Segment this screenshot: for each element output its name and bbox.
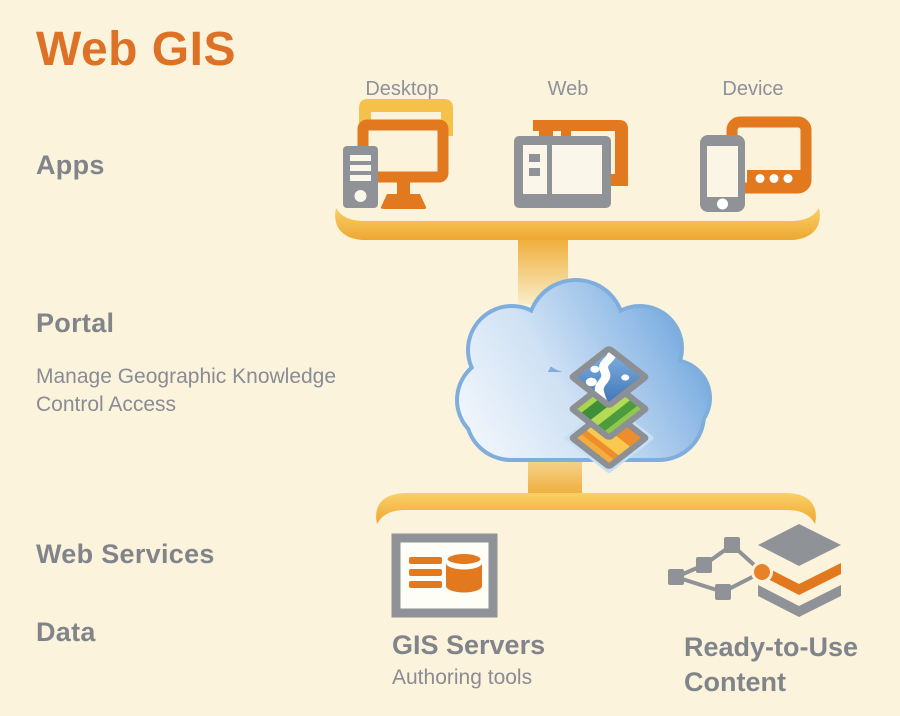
map-layer-imagery	[569, 346, 649, 408]
portal-description: Manage Geographic Knowledge Control Acce…	[36, 363, 336, 419]
row-label-portal: Portal	[36, 308, 115, 338]
web-browser-icon	[514, 120, 628, 208]
network-hub-node	[751, 561, 773, 583]
portal-description-line1: Manage Geographic Knowledge	[36, 365, 337, 388]
desktop-computer-icon	[343, 99, 453, 209]
app-label-device: Device	[722, 78, 784, 100]
gis-servers-label: GIS Servers	[392, 630, 546, 660]
portal-description-line2: Control Access	[36, 393, 177, 416]
network-node	[696, 557, 712, 573]
app-label-desktop: Desktop	[365, 78, 439, 100]
ready-to-use-line1: Ready-to-Use	[684, 632, 859, 662]
monitor-neck	[397, 182, 410, 194]
gis-servers-sublabel: Authoring tools	[392, 666, 533, 689]
back-screen-shape	[359, 99, 453, 136]
row-label-apps: Apps	[36, 150, 105, 180]
server-database-icon	[391, 533, 498, 618]
row-label-web-services: Web Services	[36, 539, 215, 569]
ready-to-use-label: Ready-to-Use Content	[684, 630, 884, 700]
layers-middle-chevron	[758, 563, 841, 595]
network-node	[668, 569, 684, 585]
ready-to-use-line2: Content	[684, 667, 786, 697]
app-label-web: Web	[547, 78, 589, 100]
layers-top-diamond	[758, 524, 841, 566]
back-frame-shape	[533, 120, 628, 131]
row-label-data: Data	[36, 617, 96, 647]
services-shelf	[376, 493, 816, 524]
network-layers-icon	[668, 524, 841, 617]
apps-shelf	[335, 208, 820, 240]
network-node	[724, 537, 740, 553]
database-cylinder	[446, 563, 482, 593]
mobile-device-icon	[700, 116, 812, 212]
cloud-with-map-layers-icon	[455, 278, 712, 473]
monitor-base	[380, 194, 427, 209]
layers-bottom-chevron	[758, 585, 841, 617]
page-title: Web GIS	[36, 23, 236, 76]
network-node	[715, 584, 731, 600]
